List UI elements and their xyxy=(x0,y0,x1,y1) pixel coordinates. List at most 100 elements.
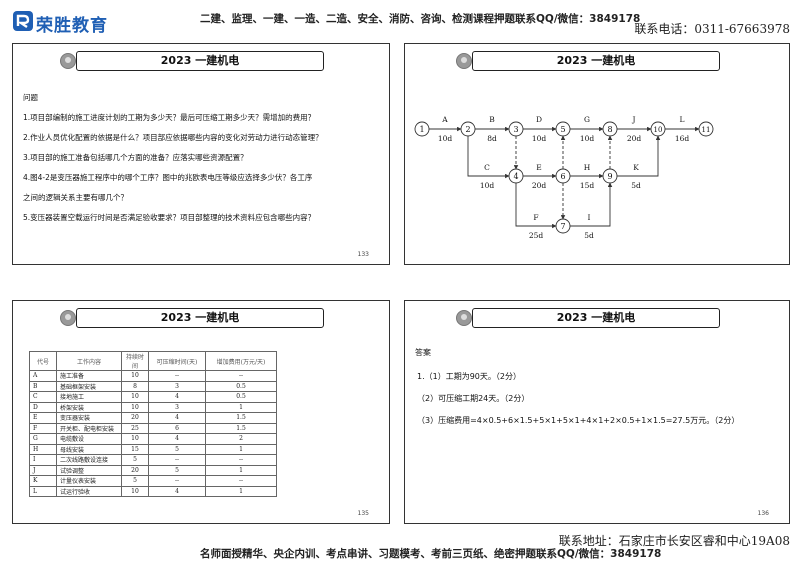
slide-header: 2023 一建机电 xyxy=(456,308,722,328)
column-header: 持续时间 xyxy=(121,351,149,371)
table-cell: 5 xyxy=(148,464,206,476)
activity-name: G xyxy=(584,115,590,124)
svg-text:6: 6 xyxy=(560,172,565,181)
page-number: 133 xyxy=(357,251,369,258)
table-cell: 施工准备 xyxy=(56,370,122,382)
slide-network-diagram: 2023 一建机电 xyxy=(404,43,790,265)
table-cell: 0.5 xyxy=(205,380,277,392)
table-cell: 20 xyxy=(121,464,149,476)
table-cell: 桥架安装 xyxy=(56,401,122,413)
table-cell: 0.5 xyxy=(205,391,277,403)
slide-work-table: 2023 一建机电 代号 工作内容 持续时间 可压缩时间(天) 增加费用(万元/… xyxy=(12,300,390,524)
activity-arrow-F xyxy=(515,183,557,229)
network-node: 6 xyxy=(555,168,571,184)
table-cell: 1.5 xyxy=(205,422,277,434)
table-cell: 20 xyxy=(121,412,149,424)
svg-text:1: 1 xyxy=(419,125,424,134)
lightbulb-icon xyxy=(456,310,472,326)
svg-text:4: 4 xyxy=(513,172,518,181)
table-cell: 开关柜、配电柜安装 xyxy=(56,422,122,434)
table-cell: 1 xyxy=(205,485,277,497)
slide-header: 2023 一建机电 xyxy=(60,51,326,71)
table-cell: 5 xyxy=(121,475,149,487)
activity-name: H xyxy=(584,163,591,172)
network-diagram: 1 2 3 4 5 6 7 8 9 10 11 A 10d B 8d C 10d… xyxy=(414,115,714,240)
network-node: 11 xyxy=(698,121,714,137)
lightbulb-icon xyxy=(60,310,76,326)
column-header: 工作内容 xyxy=(56,351,122,371)
table-cell: -- xyxy=(148,370,206,382)
slide-title: 2023 一建机电 xyxy=(76,308,324,328)
table-cell: 5 xyxy=(148,443,206,455)
activity-name: F xyxy=(533,213,538,222)
watermark xyxy=(210,185,219,192)
table-header-row: 代号 工作内容 持续时间 可压缩时间(天) 增加费用(万元/天) xyxy=(29,351,277,371)
table-cell: 10 xyxy=(121,401,149,413)
network-node: 2 xyxy=(460,121,476,137)
page-number: 136 xyxy=(757,510,769,517)
table-cell: 1 xyxy=(205,401,277,413)
svg-text:3: 3 xyxy=(513,125,518,134)
lightbulb-icon xyxy=(60,53,76,69)
svg-text:11: 11 xyxy=(702,126,711,134)
activity-duration: 20d xyxy=(627,134,642,143)
svg-text:5: 5 xyxy=(560,125,565,134)
activity-duration: 5d xyxy=(631,181,641,190)
table-cell: 2 xyxy=(205,433,277,445)
table-cell: -- xyxy=(205,370,277,382)
activity-name: I xyxy=(588,213,591,222)
network-node: 9 xyxy=(602,168,618,184)
svg-text:2: 2 xyxy=(465,125,470,134)
table-cell: 接地施工 xyxy=(56,391,122,403)
table-cell: 10 xyxy=(121,391,149,403)
network-node: 1 xyxy=(414,121,430,137)
activity-name: B xyxy=(489,115,495,124)
activity-duration: 5d xyxy=(584,231,594,240)
question-item: 3.项目部的施工准备包括哪几个方面的准备？应落实哪些资源配置？ xyxy=(23,153,248,162)
network-node: 7 xyxy=(555,218,571,234)
logo-icon xyxy=(13,11,33,31)
activity-name: L xyxy=(680,115,685,124)
slide-questions: 2023 一建机电 问题 1.项目部编制的施工进度计划的工期为多少天？最后可压缩… xyxy=(12,43,390,265)
column-header: 代号 xyxy=(29,351,57,371)
answer-item: 1.（1）工期为90天。（2分） xyxy=(417,372,521,381)
activity-duration: 10d xyxy=(580,134,595,143)
answer-item: （2）可压缩工期24天。（2分） xyxy=(417,394,530,403)
activity-duration: 15d xyxy=(580,181,595,190)
table-cell: 4 xyxy=(148,485,206,497)
table-cell: 10 xyxy=(121,370,149,382)
question-item: 5.变压器装置空载运行时间是否满足验收要求？项目部整理的技术资料应包含哪些内容？ xyxy=(23,213,316,222)
svg-text:7: 7 xyxy=(560,222,565,231)
table-cell: 3 xyxy=(148,401,206,413)
question-item: 之间的逻辑关系主要有哪几个？ xyxy=(23,193,128,202)
table-cell: 4 xyxy=(148,391,206,403)
table-cell: -- xyxy=(148,454,206,466)
table-cell: L xyxy=(29,485,57,497)
table-cell: 6 xyxy=(148,422,206,434)
activity-duration: 10d xyxy=(532,134,547,143)
network-node: 5 xyxy=(555,121,571,137)
table-cell: E xyxy=(29,412,57,424)
table-cell: 1 xyxy=(205,443,277,455)
page-number: 135 xyxy=(357,510,369,517)
table-cell: 试运行验收 xyxy=(56,485,122,497)
table-cell: 4 xyxy=(148,412,206,424)
question-item: 2.作业人员优化配置的依据是什么？项目部应依据哪些内容的变化对劳动力进行动态管理… xyxy=(23,133,323,142)
table-cell: 10 xyxy=(121,433,149,445)
table-cell: H xyxy=(29,443,57,455)
table-cell: 8 xyxy=(121,380,149,392)
network-node: 4 xyxy=(508,168,524,184)
table-cell: 10 xyxy=(121,485,149,497)
table-cell: A xyxy=(29,370,57,382)
activity-name: C xyxy=(484,163,490,172)
lightbulb-icon xyxy=(456,53,472,69)
